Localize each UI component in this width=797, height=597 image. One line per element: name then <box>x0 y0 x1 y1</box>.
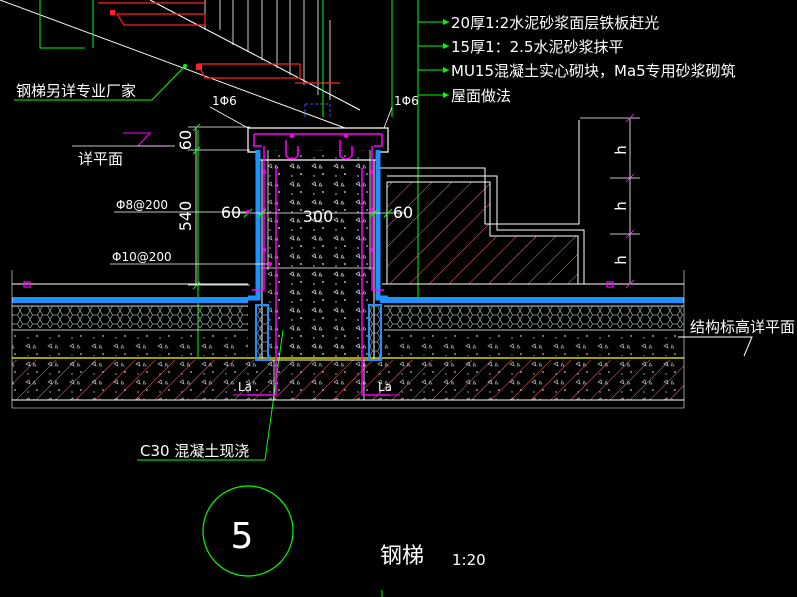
dim-step-h3: h <box>612 255 630 265</box>
concrete-note: C30 混凝土现浇 <box>140 442 249 460</box>
steel-stair-note: 钢梯另详专业厂家 <box>16 82 136 100</box>
dimension-lines <box>188 126 406 286</box>
rebars <box>248 133 390 396</box>
la-label-right: La <box>378 380 392 394</box>
see-plan-label: 详平面 <box>78 150 123 168</box>
note-layer-2: 15厚1：2.5水泥砂浆抹平 <box>451 38 624 56</box>
dim-height-top: 60 <box>176 130 195 150</box>
note-layer-4: 屋面做法 <box>451 87 511 105</box>
note-layer-1: 20厚1:2水泥砂浆面层铁板赶光 <box>451 14 659 32</box>
note-layer-3: MU15混凝土实心砌块，Ma5专用砂浆砌筑 <box>451 62 736 80</box>
structure-elevation-label: 结构标高详平面 <box>690 318 795 336</box>
detail-number: 5 <box>231 516 254 557</box>
rebar-label-top-right: 1Φ6 <box>394 94 419 108</box>
drawing-scale: 1:20 <box>452 551 486 569</box>
rebar-label-top-left: 1Φ6 <box>212 94 237 108</box>
dim-width-right: 60 <box>393 203 413 222</box>
rebar-label-10: Φ10@200 <box>112 250 172 264</box>
detail-circle <box>202 485 294 577</box>
dim-step-h1: h <box>612 145 630 155</box>
dim-height-total: 540 <box>176 201 195 232</box>
rebar-label-8: Φ8@200 <box>116 198 168 212</box>
drawing-title: 钢梯 <box>380 544 424 569</box>
dim-width-mid: 300 <box>303 207 334 226</box>
steel-stair <box>0 0 361 129</box>
dim-step-h2: h <box>612 201 630 211</box>
dim-width-left: 60 <box>221 203 241 222</box>
masonry-block <box>377 113 640 289</box>
ground-layers <box>11 270 685 409</box>
concrete-pier <box>247 127 389 400</box>
la-label-left: La <box>238 380 252 394</box>
